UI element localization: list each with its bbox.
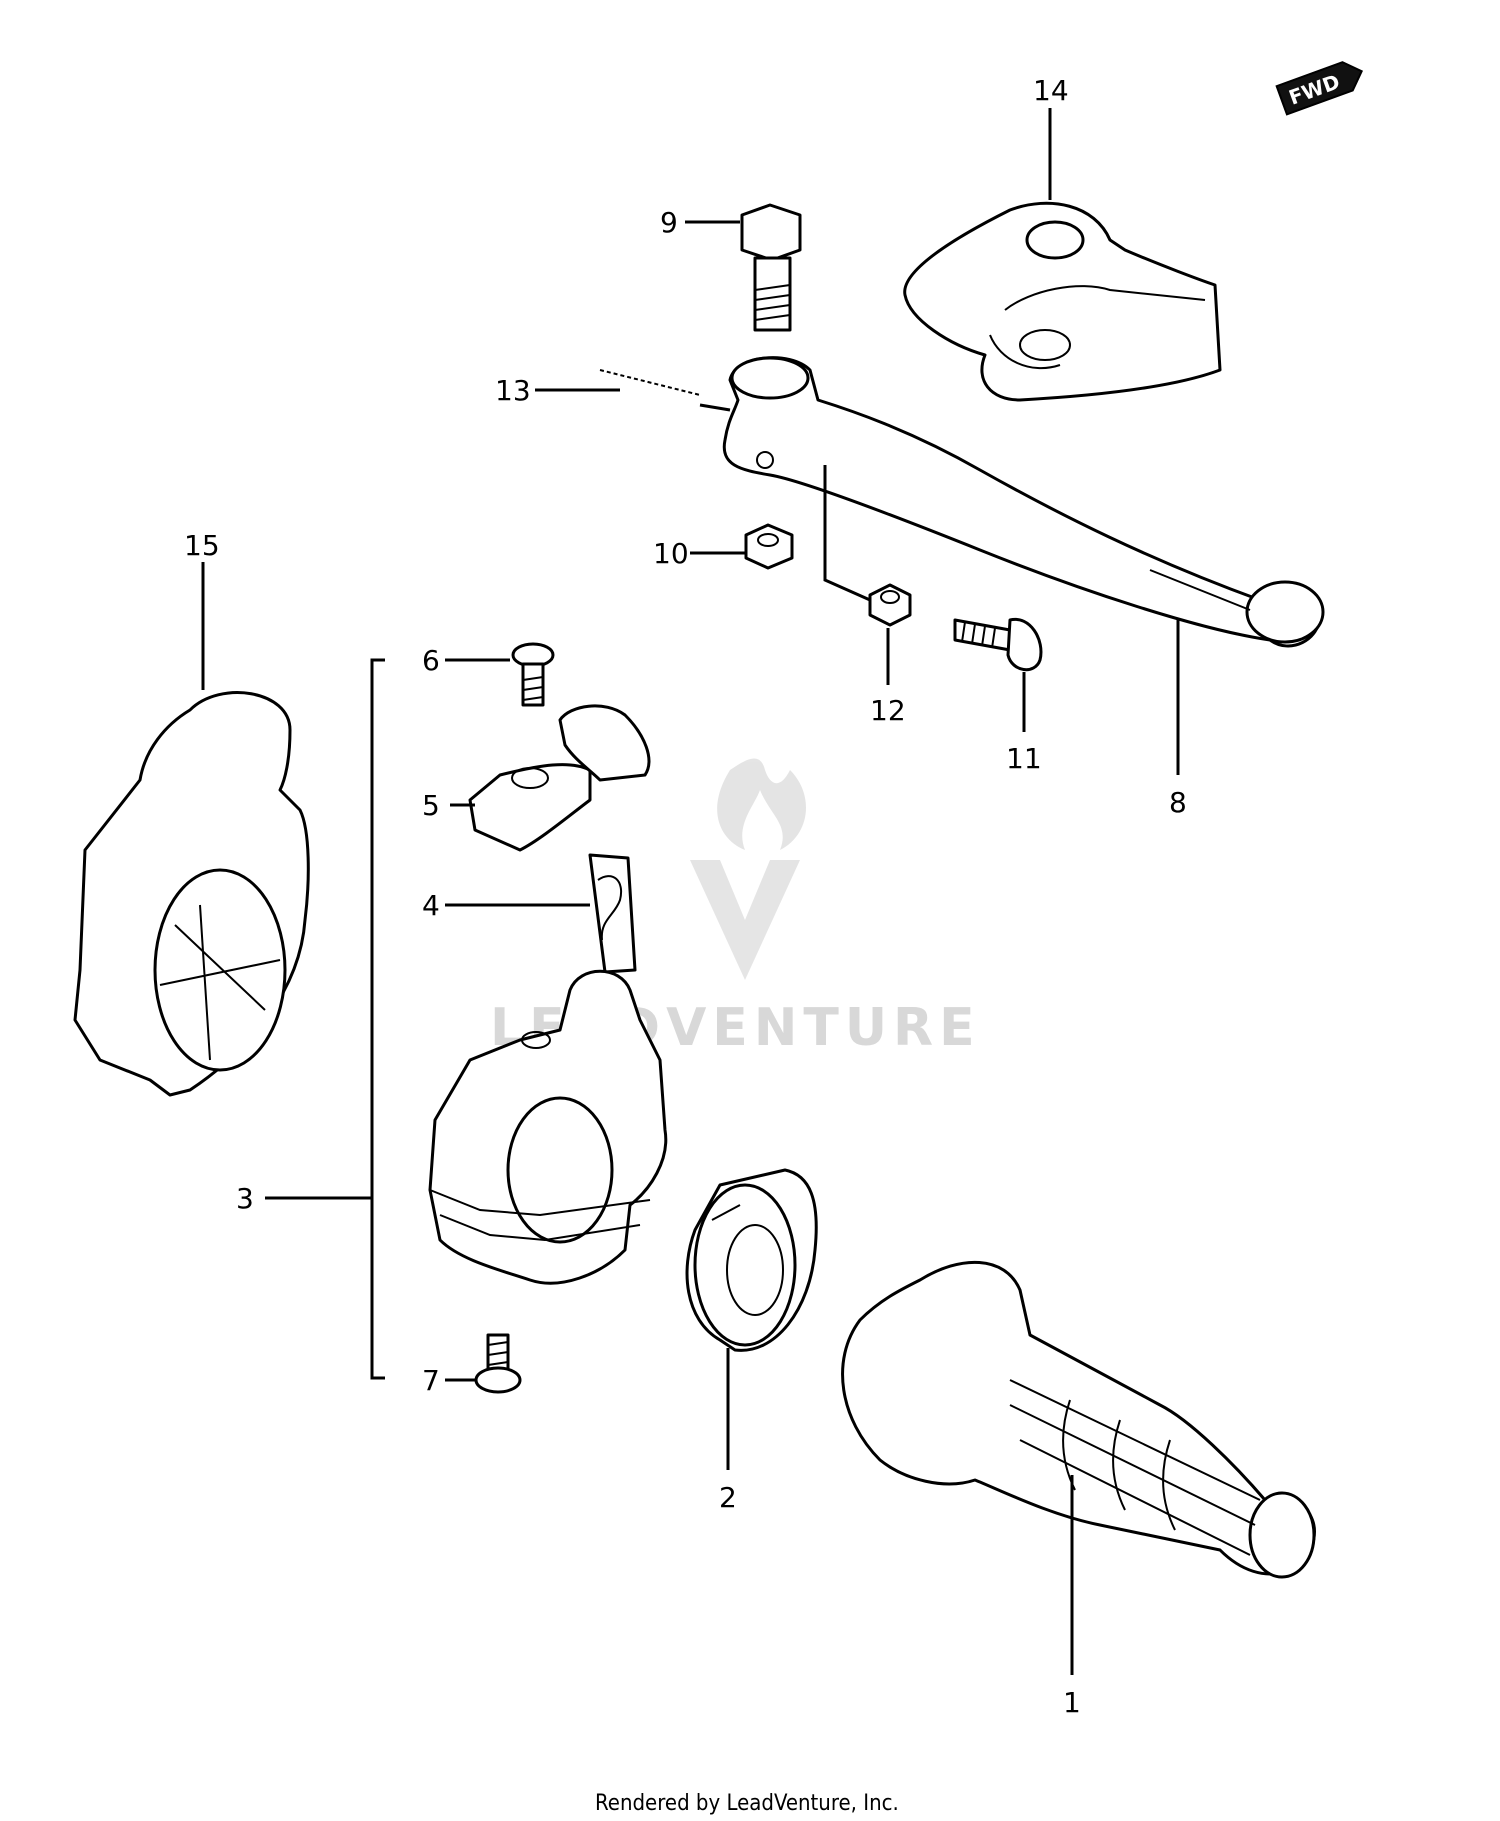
part-15-cover	[73, 691, 310, 1097]
callout-1: 1	[1063, 1686, 1081, 1719]
callout-7: 7	[422, 1364, 440, 1397]
callout-15: 15	[184, 529, 220, 562]
callout-11: 11	[1006, 742, 1042, 775]
fwd-badge: FWD	[1275, 61, 1364, 116]
part-3-lever-bracket	[428, 969, 668, 1285]
callout-4: 4	[422, 889, 440, 922]
part-9-pivot-bolt	[740, 203, 802, 332]
part-11-screw	[953, 617, 1043, 671]
callout-9: 9	[660, 206, 678, 239]
watermark-logo	[690, 758, 807, 980]
part-8-brake-lever	[722, 356, 1325, 648]
callout-5: 5	[422, 789, 440, 822]
leader-3-bracket	[370, 658, 385, 1380]
part-10-nut	[744, 523, 794, 570]
callout-14: 14	[1033, 74, 1069, 107]
callout-13: 13	[495, 374, 531, 407]
callout-6: 6	[422, 644, 440, 677]
callout-12: 12	[870, 694, 906, 727]
part-14-lever-cover	[903, 201, 1222, 402]
part-13-spring	[599, 369, 701, 396]
part-5-clamp	[468, 704, 651, 852]
leader-lines	[201, 108, 1180, 1675]
callout-3: 3	[236, 1182, 254, 1215]
leader-13b	[699, 403, 731, 412]
part-6-screw	[511, 642, 555, 707]
part-12-nut	[868, 583, 912, 627]
part-1-grip	[841, 1260, 1316, 1579]
callout-labels: 1 2 3 4 5 6 7 8 9 10 11 12 13 14 15	[184, 74, 1187, 1719]
part-2-collar	[685, 1168, 818, 1352]
callout-2: 2	[719, 1481, 737, 1514]
part-4-clip	[588, 853, 637, 974]
leader-12-pivot	[823, 465, 871, 602]
part-7-screw	[474, 1333, 522, 1394]
footer-credit: Rendered by LeadVenture, Inc.	[595, 1791, 899, 1816]
callout-10: 10	[653, 537, 689, 570]
callout-8: 8	[1169, 786, 1187, 819]
